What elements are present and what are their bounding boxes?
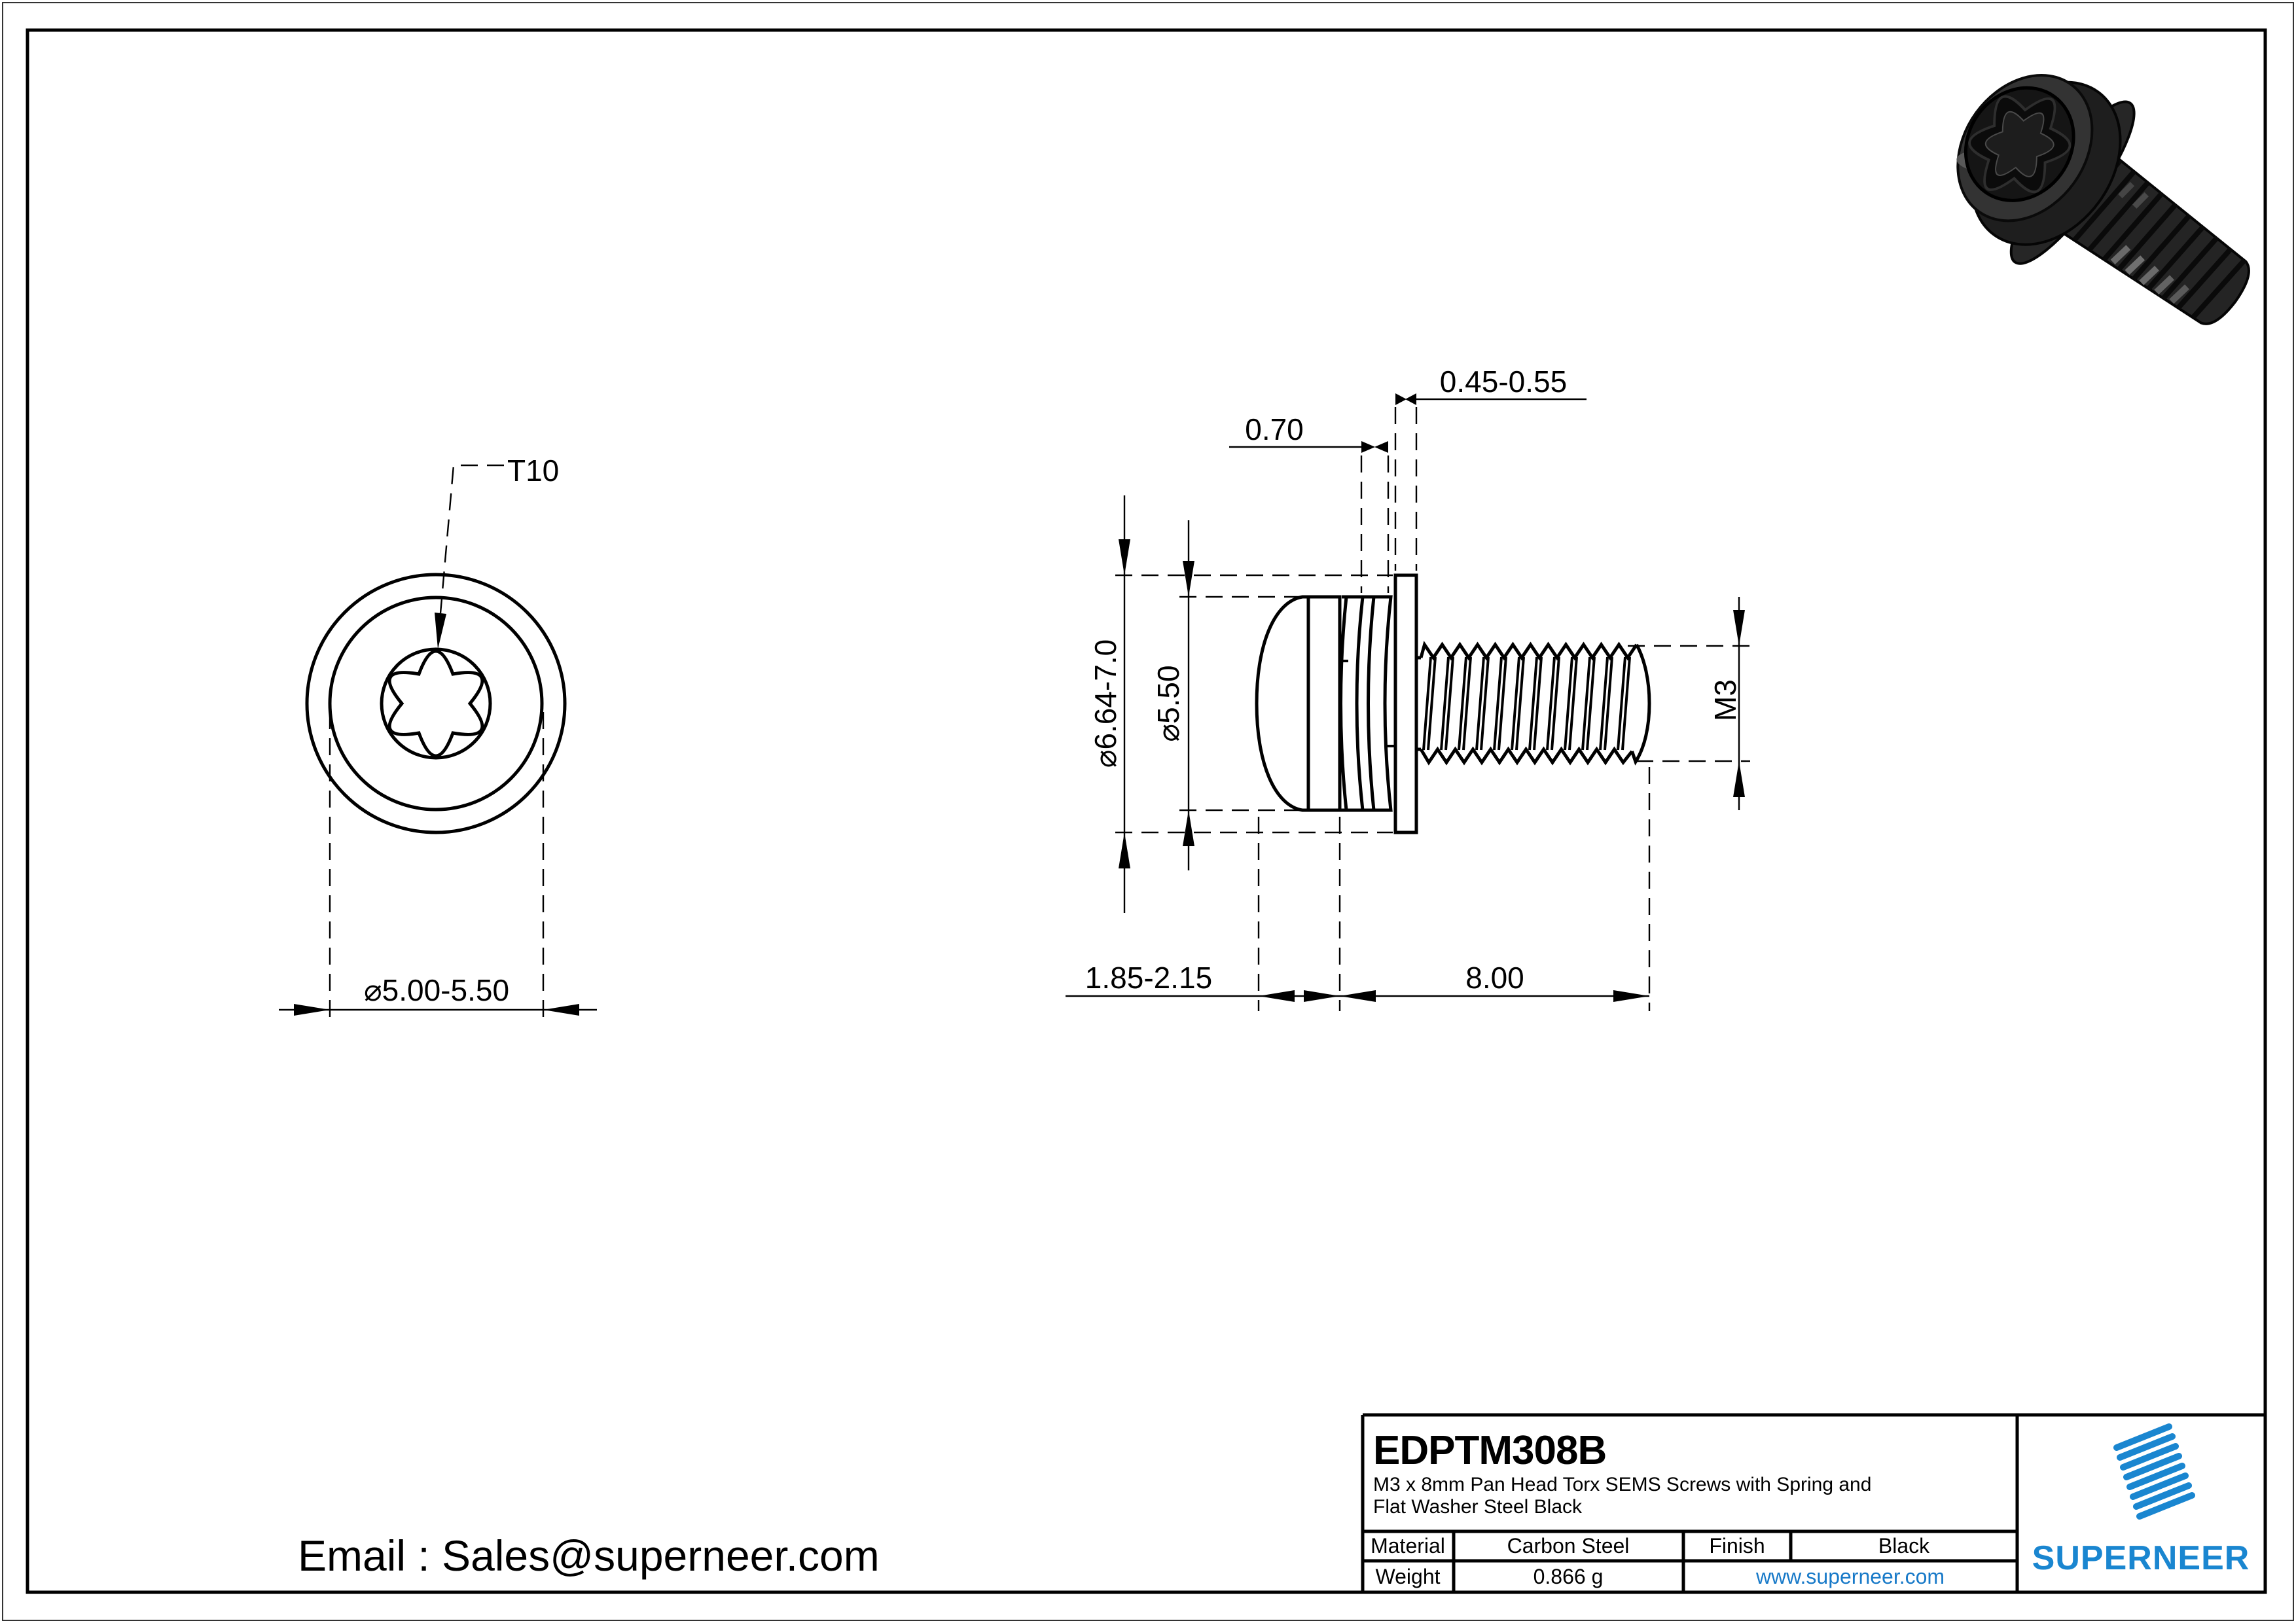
dim-arrow-icon [1183,561,1194,597]
3d-highlight [2154,275,2174,294]
3d-highlight [2125,255,2145,275]
spring-washer-split-marks [1339,660,1394,747]
material-label: Material [1371,1534,1445,1558]
flat-washer-thickness-dim: 0.45-0.55 [1440,365,1567,399]
spring-washer-blade [1339,595,1365,812]
dim-arrow-icon [1119,832,1130,868]
thread-end-chamfer [1630,643,1651,766]
dim-arrow-icon [1374,441,1388,453]
pan-head-profile [1255,595,1342,812]
dim-arrow-icon [1340,990,1376,1002]
website-link[interactable]: www.superneer.com [1755,1565,1945,1588]
3d-render-screw [1918,33,2250,325]
part-description-line2: Flat Washer Steel Black [1373,1496,1583,1518]
dim-arrow-icon [1733,610,1745,646]
brand-name: SUPERNEER [2032,1539,2250,1577]
side-view: ⌀6.64-7.0 ⌀5.50 0.70 0.45-0.55 M3 [1066,365,1750,1011]
contact-email: Email : Sales@superneer.com [298,1531,880,1580]
dim-arrow-icon [1119,539,1130,575]
part-number: EDPTM308B [1373,1428,1606,1473]
torx-star-outline [389,651,482,756]
part-description-line1: M3 x 8mm Pan Head Torx SEMS Screws with … [1373,1474,1871,1495]
dim-arrow-icon [294,1004,330,1016]
thread-size-dim: M3 [1708,679,1742,721]
head-od-side-dim: ⌀5.50 [1151,665,1185,741]
weight-value: 0.866 g [1534,1565,1604,1588]
front-view: T10 ⌀5.00-5.50 [279,454,597,1021]
dim-arrow-icon [1733,761,1745,797]
superneer-logo-icon [2113,1423,2195,1520]
flat-washer-profile [1393,573,1418,834]
weight-label: Weight [1375,1565,1440,1588]
spring-washer-blade [1367,595,1393,812]
torx-recess-circle [380,647,492,760]
thread-flank-lines [1422,656,1631,751]
torx-leader-line [439,464,504,614]
thread-length-dim: 8.00 [1465,961,1524,995]
dim-arrow-icon [1361,441,1375,453]
head-od-front-dim: ⌀5.00-5.50 [364,973,509,1007]
finish-value: Black [1878,1534,1930,1558]
leader-arrow-icon [435,613,446,649]
thread-root-stub [1416,656,1421,751]
torx-size-label: T10 [507,454,559,488]
thread-bottom-zigzag [1419,746,1634,766]
dim-arrow-icon [543,1004,579,1016]
3d-highlight [2169,284,2189,304]
spring-thickness-dim: 0.70 [1245,412,1304,446]
washer-outline-circle [305,573,567,834]
material-value: Carbon Steel [1507,1534,1630,1558]
dim-arrow-icon [1405,393,1416,405]
washer-od-dim: ⌀6.64-7.0 [1088,639,1122,768]
dim-arrow-icon [1395,393,1407,405]
title-block: EDPTM308B M3 x 8mm Pan Head Torx SEMS Sc… [1361,1413,2265,1592]
dim-arrow-icon [1304,990,1340,1002]
head-height-dim: 1.85-2.15 [1085,961,1212,995]
3d-highlight [2110,245,2131,264]
inner-border [26,28,2267,1594]
dim-arrow-icon [1259,990,1295,1002]
3d-highlight [2132,192,2149,209]
3d-highlight [2139,266,2159,285]
thread-top-zigzag [1419,641,1638,661]
3d-highlight [2118,181,2135,198]
dim-arrow-icon [1183,810,1194,846]
finish-label: Finish [1709,1534,1765,1558]
dim-arrow-icon [1613,990,1649,1002]
head-outline-circle [328,596,544,812]
3d-thread-highlights [2110,181,2189,304]
